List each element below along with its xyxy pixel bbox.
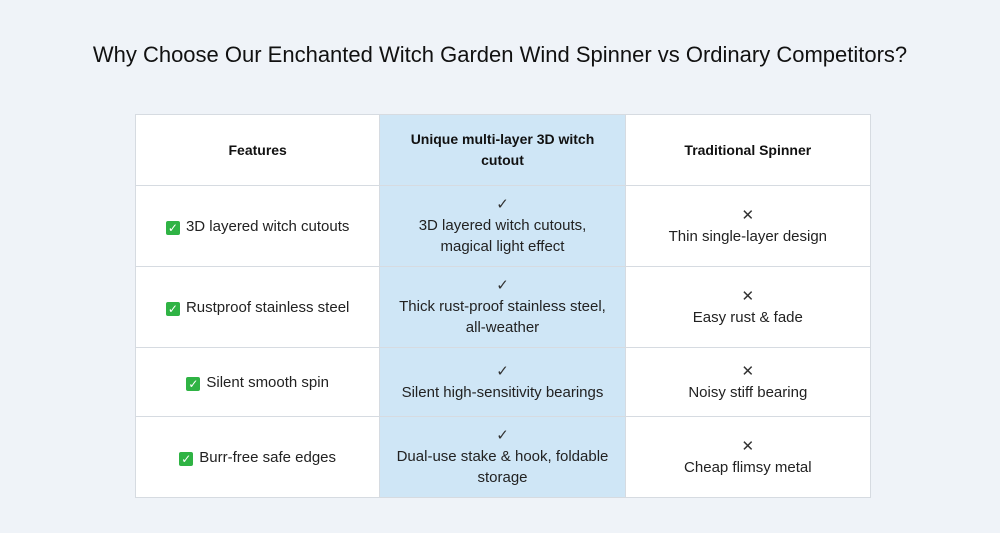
table-row: ✓ 3D layered witch cutouts ✓ 3D layered wi…	[134, 185, 872, 267]
check-box-icon: ✓	[165, 301, 180, 316]
cross-icon: ✕	[741, 206, 755, 224]
theirs-cell: ✕ Cheap flimsy metal	[624, 416, 872, 498]
cross-icon: ✕	[741, 362, 755, 380]
feature-cell: ✓ Rustproof stainless steel	[134, 266, 381, 348]
comparison-table: Features Unique multi-layer 3D witch cut…	[134, 114, 872, 498]
ours-text: 3D layered witch cutouts, magical light …	[418, 217, 587, 255]
ours-text: Dual-use stake & hook, foldable storage	[396, 448, 609, 486]
ours-cell: ✓ 3D layered witch cutouts, magical light…	[379, 185, 626, 267]
table-row: ✓ Rustproof stainless steel ✓ Thick rust-p…	[134, 266, 872, 348]
check-box-icon: ✓	[165, 220, 180, 235]
checkmark-icon: ✓	[496, 427, 509, 444]
theirs-cell: ✕ Thin single-layer design	[624, 185, 872, 267]
theirs-cell: ✕ Easy rust & fade	[624, 266, 872, 348]
theirs-text: Thin single-layer design	[668, 227, 828, 245]
checkmark-icon: ✓	[496, 277, 509, 294]
feature-label: Silent smooth spin	[206, 373, 329, 391]
feature-label: 3D layered witch cutouts	[185, 217, 350, 235]
feature-cell: ✓ Silent smooth spin	[134, 347, 381, 417]
page-title: Why Choose Our Enchanted Witch Garden Wi…	[92, 41, 908, 67]
check-box-icon: ✓	[179, 451, 194, 466]
ours-cell: ✓ Dual-use stake & hook, foldable storage	[379, 416, 626, 498]
feature-cell: ✓ Burr-free safe edges	[134, 416, 381, 498]
table-header-row: Features Unique multi-layer 3D witch cut…	[134, 114, 872, 186]
ours-text: Silent high-sensitivity bearings	[401, 383, 604, 401]
check-box-icon: ✓	[186, 376, 201, 391]
feature-label: Rustproof stainless steel	[185, 298, 350, 316]
header-traditional: Traditional Spinner	[624, 114, 872, 186]
cross-icon: ✕	[741, 437, 755, 455]
ours-text: Thick rust-proof stainless steel, all-we…	[399, 298, 606, 336]
header-features: Features	[134, 114, 381, 186]
checkmark-icon: ✓	[496, 196, 509, 213]
feature-label: Burr-free safe edges	[199, 448, 337, 466]
theirs-cell: ✕ Noisy stiff bearing	[624, 347, 872, 417]
table-row: ✓ Silent smooth spin ✓ Silent high-sensiti…	[134, 347, 872, 417]
theirs-text: Cheap flimsy metal	[684, 458, 812, 476]
cross-icon: ✕	[741, 287, 755, 305]
theirs-text: Easy rust & fade	[692, 308, 803, 326]
ours-cell: ✓ Silent high-sensitivity bearings	[379, 347, 626, 417]
table-row: ✓ Burr-free safe edges ✓ Dual-use stake & …	[134, 416, 872, 498]
header-ours: Unique multi-layer 3D witch cutout	[379, 114, 626, 186]
checkmark-icon: ✓	[496, 362, 509, 380]
theirs-text: Noisy stiff bearing	[688, 383, 808, 401]
ours-cell: ✓ Thick rust-proof stainless steel, all-w…	[379, 266, 626, 348]
feature-cell: ✓ 3D layered witch cutouts	[134, 185, 381, 267]
